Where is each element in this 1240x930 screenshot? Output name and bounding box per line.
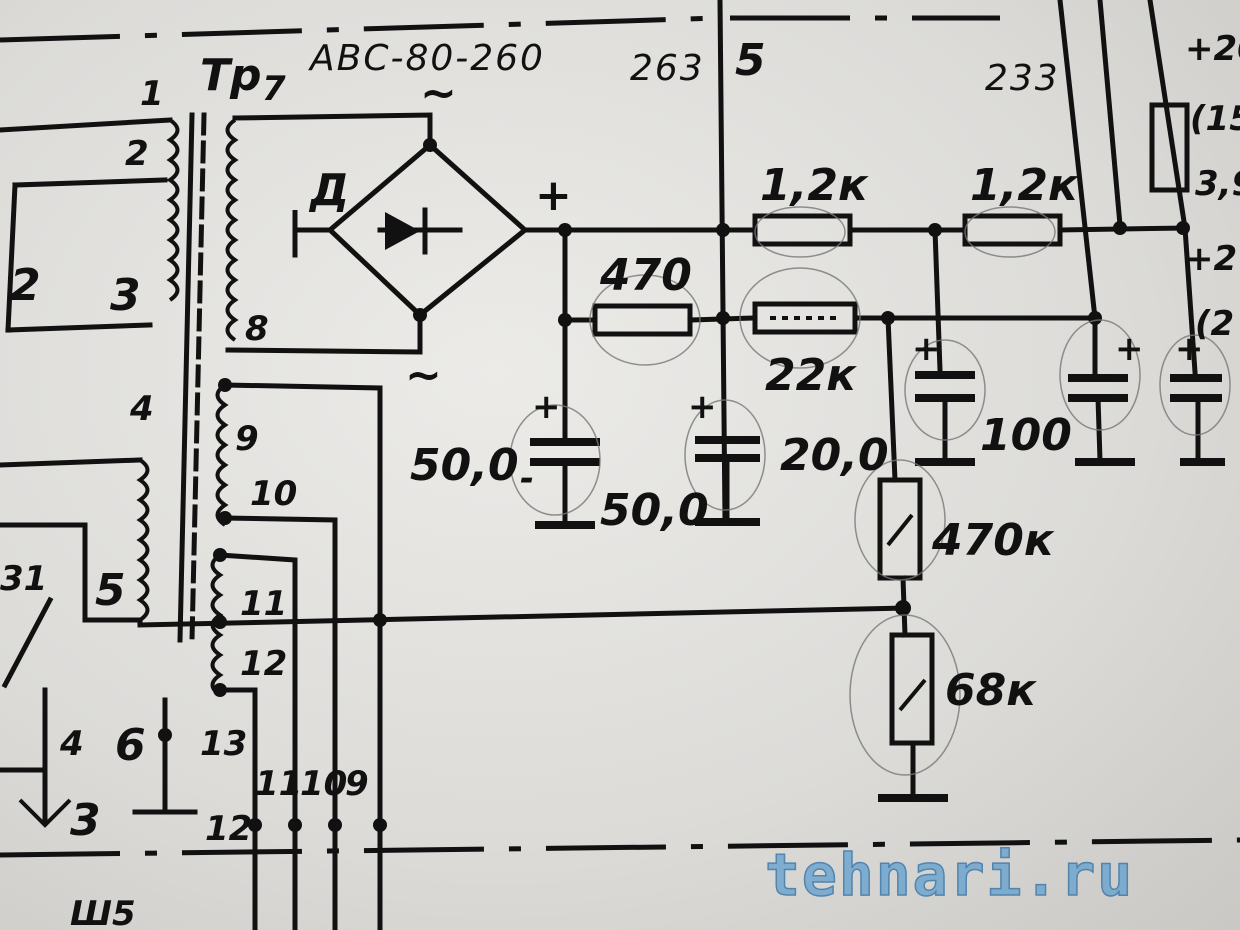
label-c-50-left: 50,0 bbox=[410, 440, 519, 491]
pin-11: 11 bbox=[240, 584, 287, 624]
edge-top-voltage: +20 bbox=[1185, 29, 1240, 69]
label-c-100: 100 bbox=[980, 410, 1072, 461]
watermark-text: tehnari.ru bbox=[765, 841, 1134, 909]
resistor-470 bbox=[592, 303, 693, 337]
frame-line-bottom bbox=[0, 837, 1240, 858]
bus-label-11: 11 bbox=[255, 764, 302, 804]
net-5: 5 bbox=[735, 35, 766, 86]
primary-winding-top bbox=[0, 117, 180, 333]
edge-res-value: 3,9 bbox=[1195, 164, 1240, 204]
plus-c50-mid: + bbox=[688, 387, 717, 427]
label-r-470: 470 bbox=[599, 250, 692, 301]
secondary-winding-main bbox=[225, 112, 433, 355]
pin-12b: 12 bbox=[205, 809, 252, 849]
plus-c-right-a: + bbox=[1115, 329, 1144, 369]
pin-7: 7 bbox=[262, 69, 286, 109]
pin-1: 1 bbox=[140, 74, 164, 114]
plus-bridge: + bbox=[535, 170, 572, 221]
antenna-arrow bbox=[18, 798, 72, 828]
net-233: 233 bbox=[985, 58, 1060, 99]
resistor-470k bbox=[877, 477, 923, 581]
pin-3: 3 bbox=[110, 270, 141, 321]
edge-mid-voltage: +2 bbox=[1185, 239, 1237, 279]
wire-tap12 bbox=[137, 605, 908, 628]
bottom-label: Ш5 bbox=[70, 894, 136, 930]
resistor-1-2k-a bbox=[752, 213, 853, 247]
label-r-470k: 470к bbox=[931, 515, 1055, 566]
transformer-label: Тр bbox=[200, 50, 262, 101]
secondary-winding-aux bbox=[132, 382, 383, 930]
text-labels: Тр АВС-80-260 263 5 233 Д ~ ~ + 1 2 2 3 … bbox=[0, 29, 1240, 930]
label-r-22k: 22к bbox=[765, 350, 857, 401]
capacitor-100 bbox=[915, 371, 975, 466]
pin-2a: 2 bbox=[125, 134, 149, 174]
pin-4: 4 bbox=[129, 389, 154, 429]
pin-9: 9 bbox=[235, 419, 259, 459]
label-c-50-mid: 50,0 bbox=[600, 485, 709, 536]
transformer-core bbox=[177, 112, 207, 643]
net-263: 263 bbox=[630, 48, 705, 89]
ac-symbol-top: ~ bbox=[420, 68, 457, 119]
capacitor-50-mid bbox=[695, 436, 760, 526]
plus-c100: + bbox=[912, 329, 941, 369]
diode-label: Д bbox=[308, 165, 349, 216]
primary-winding-bottom bbox=[0, 457, 150, 689]
resistor-3-9 bbox=[1149, 102, 1190, 193]
pencil-annotations bbox=[509, 206, 1231, 776]
capacitor-50-left bbox=[530, 438, 600, 529]
transformer-type: АВС-80-260 bbox=[308, 38, 545, 79]
pin-13: 13 bbox=[200, 724, 247, 764]
pin-31: 31 bbox=[0, 559, 47, 599]
resistor-1-2k-b bbox=[962, 213, 1063, 247]
pin-3b: 3 bbox=[70, 795, 101, 846]
resistor-22k bbox=[752, 301, 858, 335]
junction-dots bbox=[158, 138, 1190, 832]
minus-c50-left: - bbox=[520, 459, 534, 499]
pin-8: 8 bbox=[245, 309, 269, 349]
edge-top-paren: (15 bbox=[1190, 99, 1240, 139]
bus-label-9: 9 bbox=[345, 764, 369, 804]
pin-12: 12 bbox=[240, 644, 287, 684]
divider-470k-68k bbox=[877, 315, 948, 802]
pin-10: 10 bbox=[250, 474, 297, 514]
pin-2b: 2 bbox=[10, 260, 41, 311]
resistor-68k bbox=[889, 632, 935, 746]
label-r-68k: 68к bbox=[945, 665, 1037, 716]
pin-5: 5 bbox=[95, 565, 126, 616]
label-r-1-2k-b: 1,2к bbox=[970, 160, 1079, 211]
bus-label-10: 10 bbox=[300, 764, 347, 804]
plus-c-right-b: + bbox=[1175, 329, 1204, 369]
pin-4b: 4 bbox=[59, 724, 84, 764]
pin-6: 6 bbox=[115, 720, 146, 771]
label-c-20: 20,0 bbox=[780, 430, 889, 481]
capacitor-right-a bbox=[1057, 0, 1135, 466]
plus-c50-left: + bbox=[532, 387, 561, 427]
edge-mid-paren: (2 bbox=[1195, 304, 1234, 344]
bus-5-vertical bbox=[717, 0, 728, 523]
ac-symbol-bottom: ~ bbox=[405, 350, 442, 401]
frame-line-top bbox=[0, 15, 1000, 43]
label-r-1-2k-a: 1,2к bbox=[760, 160, 869, 211]
